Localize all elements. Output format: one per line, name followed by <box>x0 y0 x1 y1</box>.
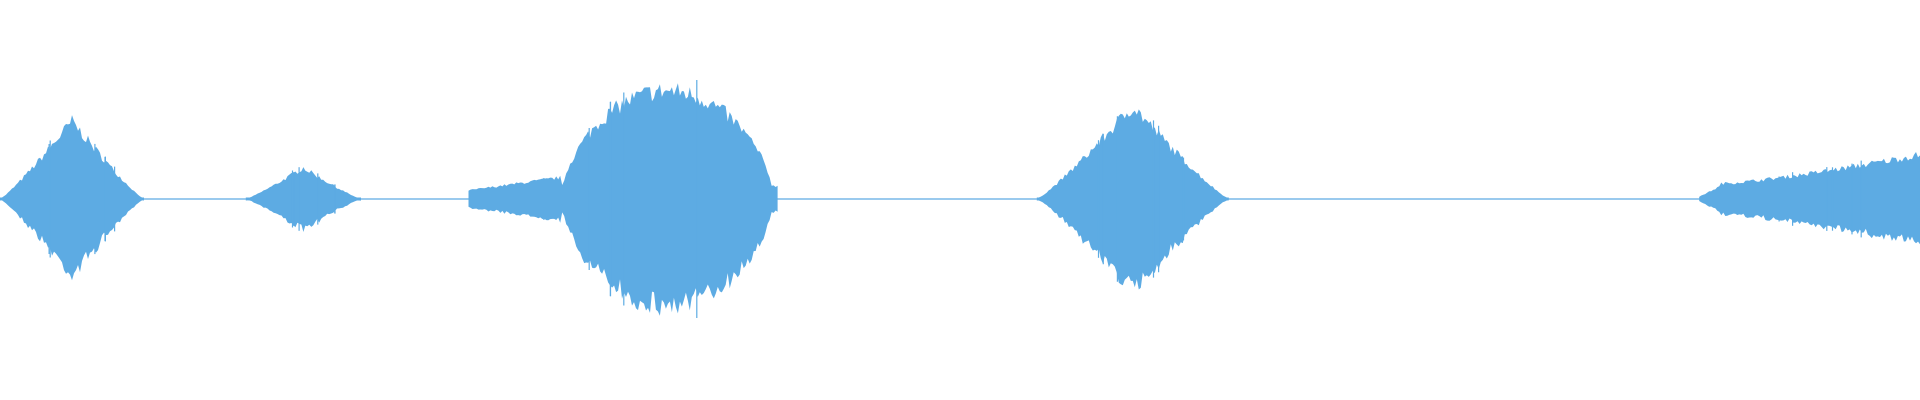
waveform-envelopes <box>0 80 1920 318</box>
segment-3 <box>468 83 778 316</box>
segment-2 <box>245 167 361 232</box>
segment-1 <box>0 115 144 281</box>
segment-5 <box>1699 152 1920 245</box>
segment-4 <box>1036 109 1229 290</box>
